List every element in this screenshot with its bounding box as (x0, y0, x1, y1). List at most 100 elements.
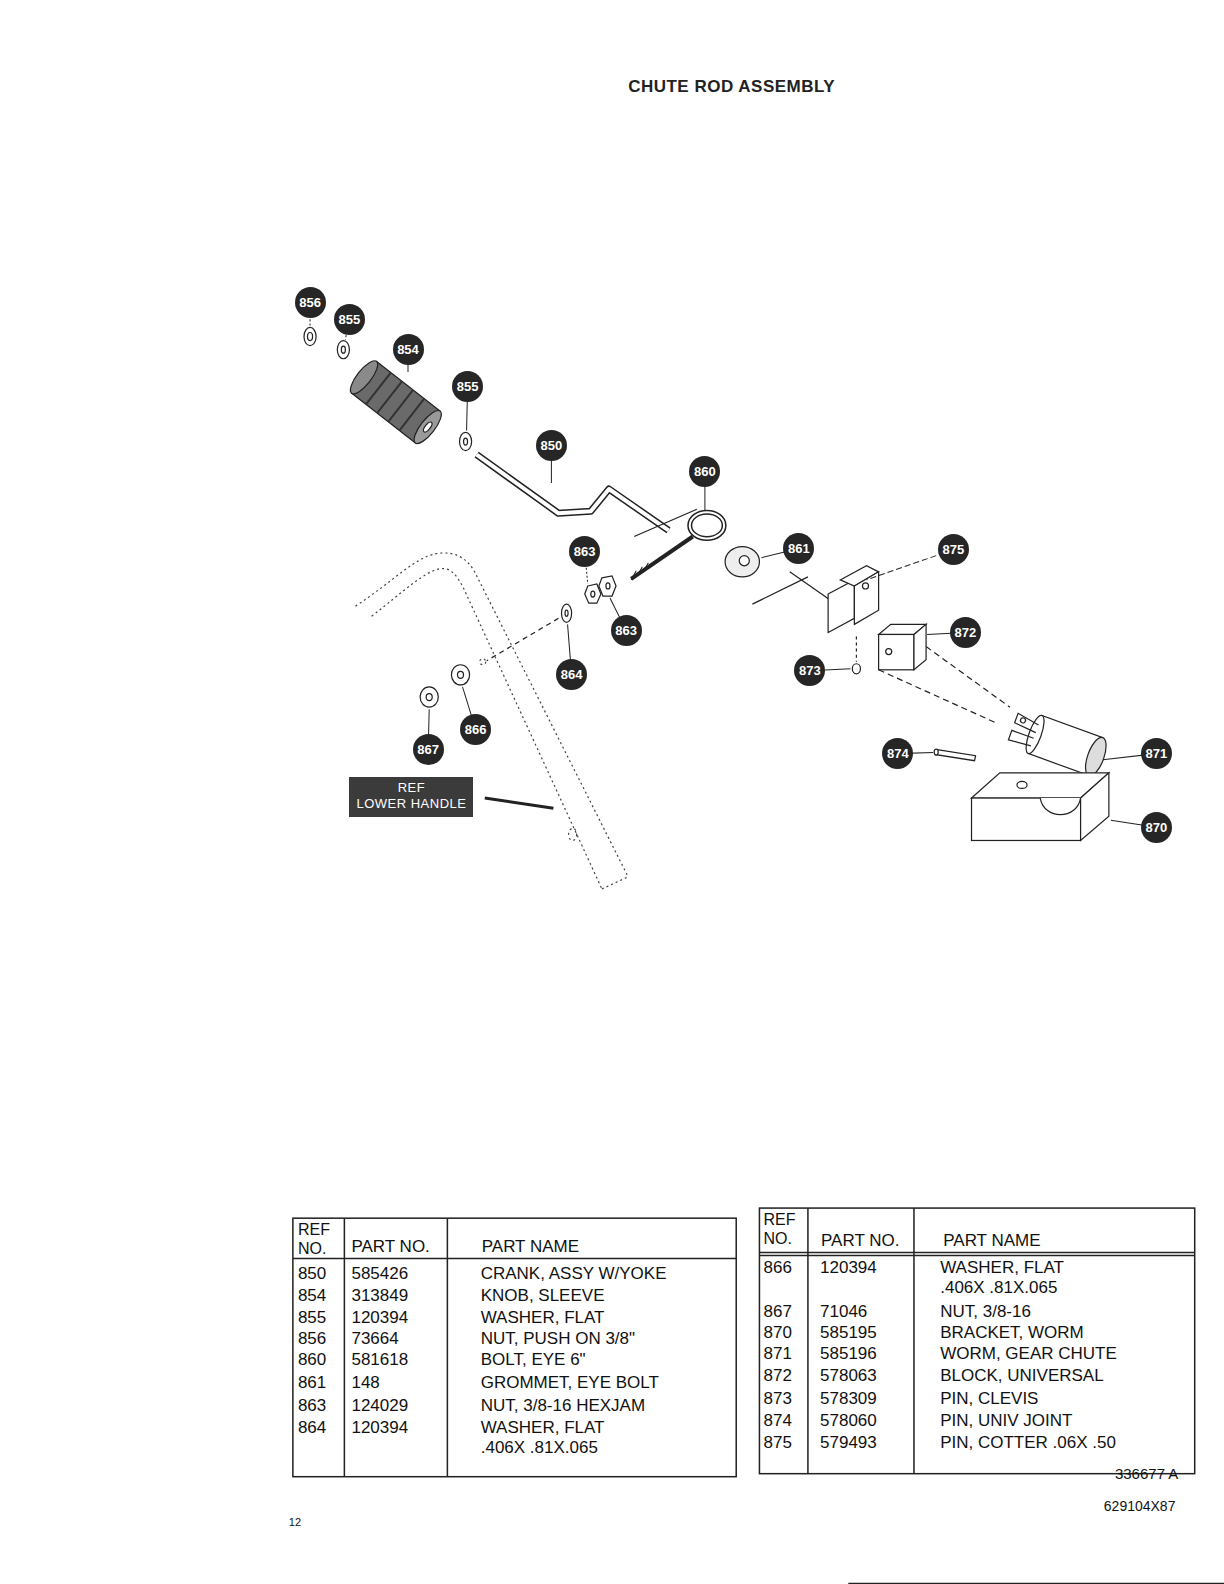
clevis-pin (852, 636, 860, 673)
joint-pin (934, 749, 938, 755)
table-cell: PART NO. (821, 1231, 899, 1251)
callout-number: 861 (788, 541, 810, 556)
table-cell: WASHER, FLAT (481, 1308, 605, 1328)
clevis-pin (856, 636, 857, 661)
grommet (739, 556, 749, 566)
callout-bubble: 872 (950, 617, 981, 648)
table-cell: 585426 (351, 1264, 408, 1284)
callout-number: 860 (694, 464, 716, 479)
assembly-line (926, 647, 1010, 708)
flat-washer (337, 341, 349, 359)
table-cell: 120394 (820, 1258, 877, 1278)
hex-nut (591, 591, 595, 597)
worm-gear (1006, 708, 1110, 779)
hex-nut (606, 583, 610, 589)
table-cell: PIN, UNIV JOINT (940, 1411, 1072, 1431)
callout-bubble: 855 (452, 371, 483, 402)
worm-bracket (972, 798, 1081, 840)
knob-sleeve (346, 357, 446, 447)
callout-number: 864 (561, 667, 583, 682)
callout-number: 867 (417, 742, 439, 757)
callout-number: 871 (1145, 746, 1167, 761)
hex-nut (585, 584, 601, 603)
table-cell: BRACKET, WORM (940, 1323, 1084, 1343)
callout-bubble: 871 (1141, 738, 1172, 769)
table-cell: BOLT, EYE 6" (481, 1350, 586, 1370)
clevis-pin (852, 664, 860, 674)
parts-table (293, 1208, 1195, 1477)
worm-bracket (1040, 798, 1080, 815)
hex-nut (599, 576, 616, 596)
guide-line (634, 509, 697, 536)
parts-table (293, 1218, 736, 1477)
table-cell: 73664 (351, 1329, 398, 1349)
flat-washer (464, 438, 468, 445)
hex-nut (420, 687, 438, 707)
table-cell: PIN, CLEVIS (940, 1389, 1038, 1409)
callout-bubble: 850 (536, 430, 567, 461)
universal-block (886, 649, 892, 655)
worm-bracket (1017, 781, 1027, 788)
reference-text: REF (355, 780, 467, 796)
flat-washer (460, 432, 472, 450)
callout-bubble: 855 (334, 304, 365, 335)
grommet (725, 547, 759, 577)
table-cell: 860 (298, 1350, 326, 1370)
eye-bolt (631, 512, 724, 580)
table-cell: 867 (763, 1302, 791, 1322)
hex-nut (599, 576, 616, 596)
table-cell: KNOB, SLEEVE (481, 1286, 605, 1306)
table-cell: 313849 (351, 1286, 408, 1306)
table-cell: 585195 (820, 1323, 877, 1343)
yoke (790, 572, 830, 600)
callout-number: 875 (942, 542, 964, 557)
table-cell: REF NO. (298, 1220, 340, 1258)
flat-washer (337, 341, 349, 359)
table-cell: 861 (298, 1373, 326, 1393)
flat-washer (562, 604, 572, 622)
callout-number: 872 (955, 625, 977, 640)
table-cell: 578060 (820, 1411, 877, 1431)
parts-table (759, 1208, 1194, 1474)
callout-bubble: 873 (794, 655, 825, 686)
page-note: 12 (289, 1515, 301, 1529)
parts-table (759, 1208, 1194, 1474)
table-cell: CRANK, ASSY W/YOKE (481, 1264, 667, 1284)
table-cell: NUT, 3/8-16 (940, 1302, 1031, 1322)
joint-pin (936, 750, 975, 761)
universal-block (879, 634, 914, 669)
flat-washer (562, 604, 572, 622)
table-cell: 854 (298, 1286, 326, 1306)
page-note: 336677 A (1115, 1465, 1178, 1483)
knob-sleeve (366, 373, 424, 431)
table-cell: 581618 (351, 1350, 408, 1370)
callout-number: 854 (397, 342, 419, 357)
callout-number: 855 (339, 312, 361, 327)
lower-handle (602, 877, 628, 889)
table-cell: 585196 (820, 1344, 877, 1364)
callout-number: 856 (299, 295, 321, 310)
leader-line (310, 303, 1156, 827)
leader-line (485, 798, 554, 808)
table-cell: 874 (763, 1411, 791, 1431)
assembly-line (879, 647, 1010, 723)
page-title: CHUTE ROD ASSEMBLY (628, 77, 835, 97)
flat-washer (460, 432, 472, 450)
table-cell: 866 (763, 1258, 791, 1278)
yoke (828, 580, 854, 633)
lower-handle (372, 569, 602, 889)
table-cell: 864 (298, 1418, 326, 1438)
table-cell: 870 (763, 1323, 791, 1343)
table-cell: 872 (763, 1366, 791, 1386)
table-cell: PART NAME (482, 1237, 579, 1257)
universal-block (914, 624, 926, 669)
push-nut (304, 327, 316, 345)
callout-bubble: 874 (882, 738, 913, 769)
grommet (725, 547, 759, 577)
lower-handle (569, 828, 577, 840)
table-cell: 578063 (820, 1366, 877, 1386)
table-cell: 875 (763, 1433, 791, 1453)
lower-handle (480, 659, 486, 665)
callout-bubble: 864 (556, 659, 587, 690)
lower-handle (355, 553, 628, 877)
